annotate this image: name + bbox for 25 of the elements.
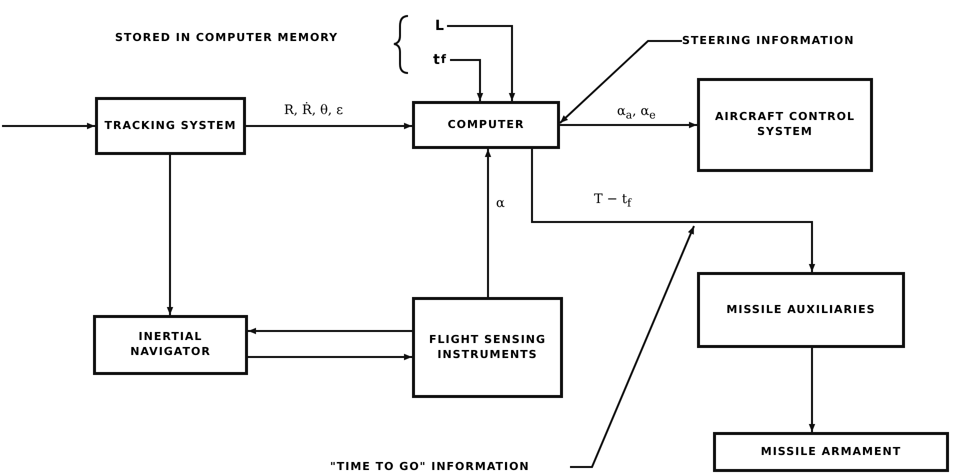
annotation-text: STEERING INFORMATION	[682, 32, 897, 50]
block-box: MISSILE ARMAMENT	[713, 432, 949, 472]
annotation-text: "TIME TO GO" INFORMATION	[330, 458, 570, 476]
block-box: INERTIAL NAVIGATOR	[93, 315, 248, 375]
block-box: AIRCRAFT CONTROL SYSTEM	[697, 78, 873, 172]
arrow	[450, 59, 484, 101]
arrow	[248, 328, 412, 334]
arrow	[2, 122, 95, 130]
edge-label: R, Ṙ, θ, ε	[282, 103, 345, 118]
arrow	[531, 149, 816, 272]
arrow	[559, 40, 682, 124]
variable-label: L	[433, 16, 447, 36]
arrow	[246, 122, 412, 130]
arrow	[248, 354, 412, 360]
block-box: MISSILE AUXILIARIES	[697, 272, 905, 348]
arrow	[560, 122, 697, 128]
arrow	[484, 149, 492, 297]
arrow	[447, 25, 516, 101]
block-box: TRACKING SYSTEM	[95, 97, 246, 155]
leader-arrow	[570, 226, 695, 468]
arrow	[166, 155, 174, 315]
block-box: FLIGHT SENSING INSTRUMENTS	[412, 297, 563, 398]
block-box: COMPUTER	[412, 101, 560, 149]
note-text: STORED IN COMPUTER MEMORY	[115, 31, 338, 44]
arrow	[808, 348, 816, 432]
